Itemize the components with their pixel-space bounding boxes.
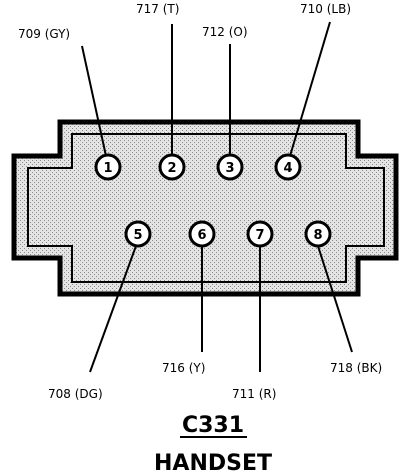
lead-line-pin-1 — [81, 45, 107, 157]
pin-3-number: 3 — [225, 161, 234, 176]
pin-2-number: 2 — [167, 161, 176, 176]
wire-label-pin-7: 711 (R) — [232, 387, 276, 401]
pin-1: 1 — [94, 153, 122, 181]
wire-label-pin-5: 708 (DG) — [48, 387, 103, 401]
pin-6-number: 6 — [197, 228, 206, 243]
pin-7: 7 — [246, 220, 274, 248]
wire-label-pin-8: 718 (BK) — [330, 361, 382, 375]
pin-8-number: 8 — [313, 228, 322, 243]
lead-lines — [81, 21, 353, 373]
pin-4: 4 — [274, 153, 302, 181]
connector-inner-outline — [27, 133, 385, 283]
wire-label-pin-3: 712 (O) — [202, 25, 248, 39]
lead-line-pin-4 — [289, 21, 331, 157]
wire-label-pin-2: 717 (T) — [136, 2, 179, 16]
pin-7-number: 7 — [255, 228, 264, 243]
pin-6: 6 — [188, 220, 216, 248]
pin-1-number: 1 — [103, 161, 112, 176]
connector-name: HANDSET — [154, 451, 272, 474]
pin-5-number: 5 — [133, 228, 142, 243]
lead-line-pin-5 — [89, 245, 137, 373]
connector-id: C331 — [182, 413, 244, 438]
pin-8: 8 — [304, 220, 332, 248]
pin-3: 3 — [216, 153, 244, 181]
wire-label-pin-6: 716 (Y) — [162, 361, 205, 375]
wire-label-pin-4: 710 (LB) — [300, 2, 351, 16]
pin-2: 2 — [158, 153, 186, 181]
pin-5: 5 — [124, 220, 152, 248]
lead-line-pin-8 — [317, 245, 353, 353]
pin-4-number: 4 — [283, 161, 292, 176]
wire-label-pin-1: 709 (GY) — [18, 27, 70, 41]
